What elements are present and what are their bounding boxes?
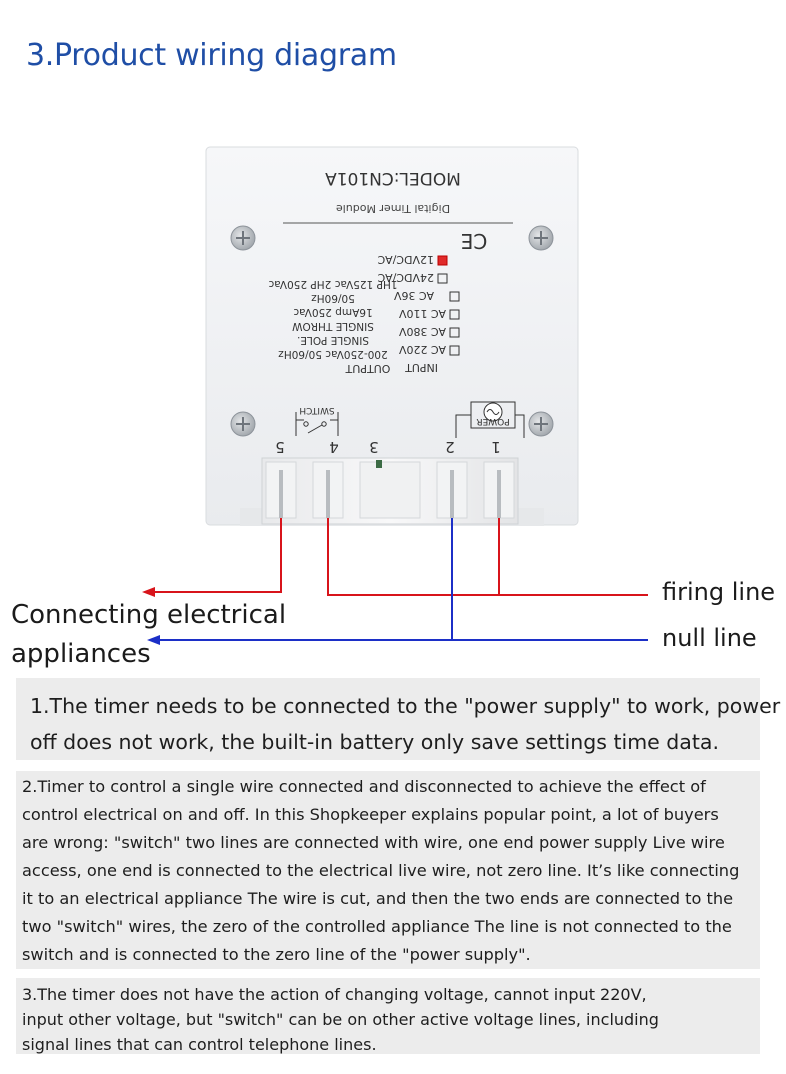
- ce-mark-icon: CE: [461, 229, 488, 253]
- note-line: access, one end is connected to the elec…: [22, 861, 740, 880]
- input-options: 12VDC/AC 24VDC/AC AC 36V AC 110V AC 380V…: [377, 253, 460, 374]
- terminal-block: [261, 457, 519, 525]
- power-symbol-icon: POWER: [455, 401, 525, 438]
- note-line: control electrical on and off. In this S…: [22, 805, 719, 824]
- live-wire: [327, 518, 648, 596]
- rating-text: 1HP 125Vac 2HP 250Vac: [268, 278, 397, 290]
- note-line: off does not work, the built-in battery …: [30, 730, 719, 754]
- page-title: 3.Product wiring diagram: [26, 38, 397, 73]
- note-line: 3.The timer does not have the action of …: [22, 985, 647, 1004]
- input-option: AC 380V: [398, 325, 446, 338]
- ratings-block: 1HP 125Vac 2HP 250Vac 50/60Hz 16Amp 250V…: [268, 278, 397, 375]
- note-3: 3.The timer does not have the action of …: [16, 978, 760, 1054]
- timer-module: MODEL:CN101A Digital Timer Module CE 12V…: [205, 146, 579, 526]
- model-text: MODEL:CN101A: [325, 168, 461, 188]
- note-line: input other voltage, but "switch" can be…: [22, 1010, 659, 1029]
- checkbox-icon: [449, 309, 460, 320]
- note-line: it to an electrical appliance The wire i…: [22, 889, 734, 908]
- appliances-label-line: appliances: [11, 639, 151, 669]
- terminal-number: 1: [491, 438, 501, 456]
- input-option: 12VDC/AC: [377, 253, 434, 266]
- note-line: two "switch" wires, the zero of the cont…: [22, 917, 732, 936]
- switch-label: SWITCH: [299, 405, 334, 415]
- null-line-label: null line: [662, 624, 757, 652]
- checkbox-icon: [449, 327, 460, 338]
- terminal-number: 5: [275, 438, 285, 456]
- input-option: 24VDC/AC: [377, 271, 434, 284]
- input-label: INPUT: [405, 361, 438, 374]
- input-option: AC 36V: [393, 289, 434, 302]
- input-option: AC 110V: [398, 307, 446, 320]
- rating-text: SINGLE POLE.: [297, 334, 369, 346]
- wiring-diagram: MODEL:CN101A Digital Timer Module CE 12V…: [142, 146, 648, 645]
- note-2: 2.Timer to control a single wire connect…: [16, 771, 760, 969]
- appliances-label-line: Connecting electrical: [11, 600, 287, 630]
- rating-text: 50/60Hz: [311, 292, 355, 304]
- terminal-number: 2: [445, 438, 455, 456]
- power-label: POWER: [476, 416, 509, 426]
- note-line: signal lines that can control telephone …: [22, 1035, 377, 1054]
- output-label: OUTPUT: [345, 362, 390, 375]
- checkbox-icon: [437, 273, 448, 284]
- screw-icon: [230, 411, 256, 437]
- note-1: 1.The timer needs to be connected to the…: [16, 678, 781, 760]
- note-line: 1.The timer needs to be connected to the…: [30, 694, 781, 718]
- screw-icon: [528, 225, 554, 251]
- wiring: [142, 518, 648, 645]
- rating-text: 16Amp 250Vac: [293, 306, 373, 318]
- rating-text: SINGLE THROW: [291, 320, 373, 332]
- rating-text: 200-250Vac 50/60Hz: [278, 348, 388, 360]
- module-subtitle: Digital Timer Module: [336, 202, 450, 215]
- input-option: AC 220V: [398, 343, 446, 356]
- checkbox-icon: [449, 345, 460, 356]
- checkbox-checked-icon: [437, 255, 448, 266]
- terminal-number: 3: [369, 438, 379, 456]
- note-line: 2.Timer to control a single wire connect…: [22, 777, 706, 796]
- switch-symbol-icon: SWITCH: [295, 405, 339, 436]
- firing-line-label: firing line: [662, 578, 776, 606]
- terminal-number: 4: [329, 438, 339, 456]
- arrow-left-icon: [142, 587, 155, 597]
- screw-icon: [528, 411, 554, 437]
- appliances-label: Connecting electrical appliances: [11, 596, 286, 674]
- note-line: are wrong: "switch" two lines are connec…: [22, 833, 725, 852]
- output-live-wire: [152, 518, 282, 593]
- checkbox-icon: [449, 291, 460, 302]
- screw-icon: [230, 225, 256, 251]
- note-line: switch and is connected to the zero line…: [22, 945, 531, 964]
- module-label-print: MODEL:CN101A Digital Timer Module CE 12V…: [268, 168, 525, 456]
- arrow-left-icon: [147, 635, 160, 645]
